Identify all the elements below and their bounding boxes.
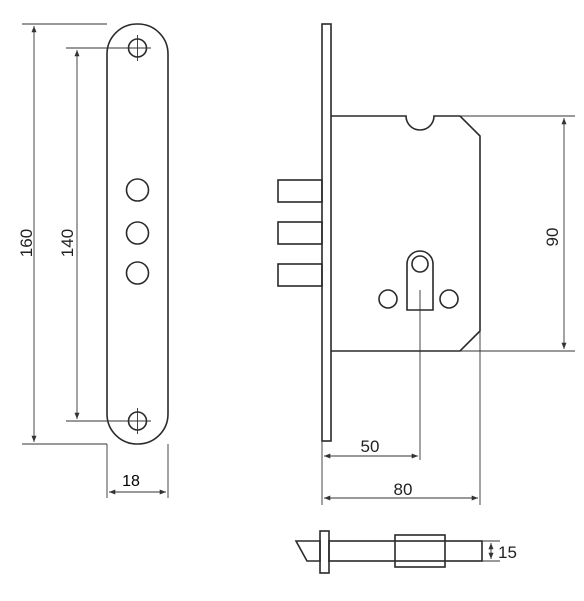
keyhole-inner <box>411 255 429 273</box>
cylinder-keyhole <box>406 250 434 311</box>
forend-strip <box>321 23 332 442</box>
dimension-140: 140 <box>58 47 130 422</box>
case-cover <box>394 534 446 568</box>
bottom-view: 15 <box>294 530 517 574</box>
dimension-160: 160 <box>17 23 107 445</box>
side-view <box>277 23 481 442</box>
bolt-opening-1 <box>125 178 150 202</box>
forend-section <box>319 530 330 574</box>
dimension-label-80: 80 <box>394 480 413 499</box>
latch-tip <box>294 540 321 562</box>
dimension-50: 50 <box>321 290 421 505</box>
dimension-18: 18 <box>106 444 169 498</box>
bolt-opening-2 <box>125 221 150 245</box>
bolt-3 <box>277 263 323 287</box>
bolt-opening-3 <box>125 261 150 285</box>
dimension-label-160: 160 <box>17 229 36 257</box>
dimension-label-15: 15 <box>498 543 517 562</box>
bolt-2 <box>277 221 323 245</box>
dimension-label-90: 90 <box>543 228 562 247</box>
dimension-80: 80 <box>324 331 481 505</box>
dimension-90: 90 <box>460 115 575 352</box>
case-screw-left <box>378 289 398 309</box>
dimension-label-18: 18 <box>122 473 140 490</box>
case-section <box>328 540 483 562</box>
case-screw-right <box>439 289 459 309</box>
bolt-1 <box>277 179 323 203</box>
front-plate-view <box>106 23 169 445</box>
lock-case <box>331 115 481 352</box>
dimension-label-140: 140 <box>58 229 77 257</box>
faceplate-outline <box>106 23 169 445</box>
dimension-label-50: 50 <box>361 437 380 456</box>
